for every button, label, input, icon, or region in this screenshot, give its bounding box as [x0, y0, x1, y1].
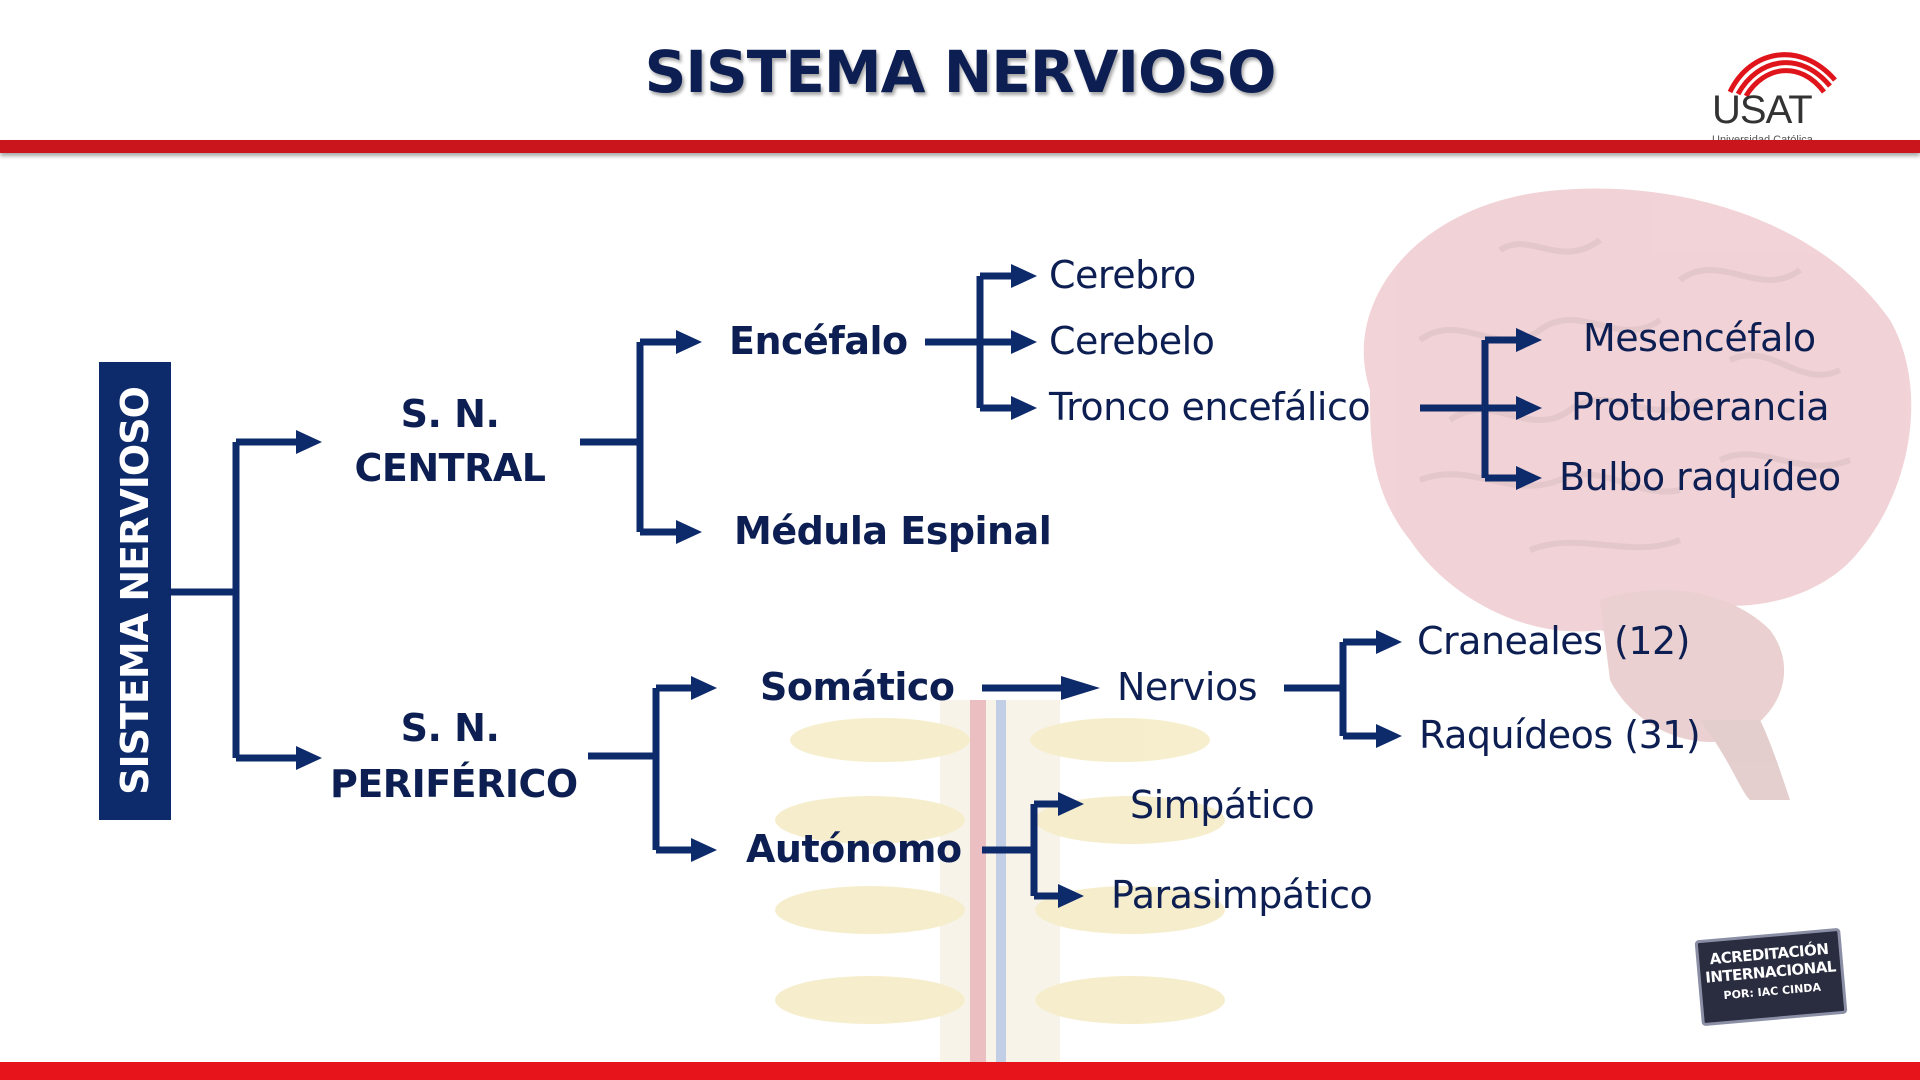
- node-nervios: Nervios: [1117, 665, 1258, 709]
- node-encefalo: Encéfalo: [729, 319, 908, 363]
- node-sn-central-line1: S. N.: [400, 392, 500, 436]
- node-cerebro: Cerebro: [1049, 253, 1196, 297]
- node-simpatico: Simpático: [1130, 783, 1315, 827]
- node-sn-periferico-line1: S. N.: [400, 706, 500, 750]
- logo-arc-icon: [1727, 52, 1837, 98]
- node-cerebelo: Cerebelo: [1049, 319, 1215, 363]
- footer-bar: [0, 1062, 1920, 1080]
- node-somatico: Somático: [760, 665, 955, 709]
- node-craneales: Craneales (12): [1417, 619, 1691, 663]
- root-node-label: SISTEMA NERVIOSO: [113, 387, 157, 795]
- node-medula-espinal: Médula Espinal: [734, 509, 1052, 553]
- accreditation-badge: ACREDITACIÓN INTERNACIONAL POR: IAC CIND…: [1694, 927, 1848, 1027]
- brain-illustration: [1363, 188, 1912, 800]
- node-tronco-encefalico: Tronco encefálico: [1049, 385, 1371, 429]
- node-sn-periferico-line2: PERIFÉRICO: [330, 762, 578, 806]
- spinal-cord-illustration: [775, 700, 1225, 1080]
- node-raquideos: Raquídeos (31): [1419, 713, 1701, 757]
- node-bulbo-raquideo: Bulbo raquídeo: [1559, 455, 1841, 499]
- node-sn-periferico: S. N. PERIFÉRICO: [330, 706, 578, 806]
- node-autonomo: Autónomo: [746, 827, 962, 871]
- header-divider: [0, 140, 1920, 153]
- node-protuberancia: Protuberancia: [1571, 385, 1830, 429]
- root-node-sistema-nervioso: SISTEMA NERVIOSO: [99, 362, 171, 820]
- node-parasimpatico: Parasimpático: [1111, 873, 1373, 917]
- node-mesencefalo: Mesencéfalo: [1583, 316, 1816, 360]
- node-sn-central: S. N. CENTRAL: [340, 395, 560, 487]
- logo-wordmark: USAT: [1712, 88, 1813, 132]
- slide-title: SISTEMA NERVIOSO: [644, 38, 1277, 106]
- node-sn-central-line2: CENTRAL: [354, 446, 546, 490]
